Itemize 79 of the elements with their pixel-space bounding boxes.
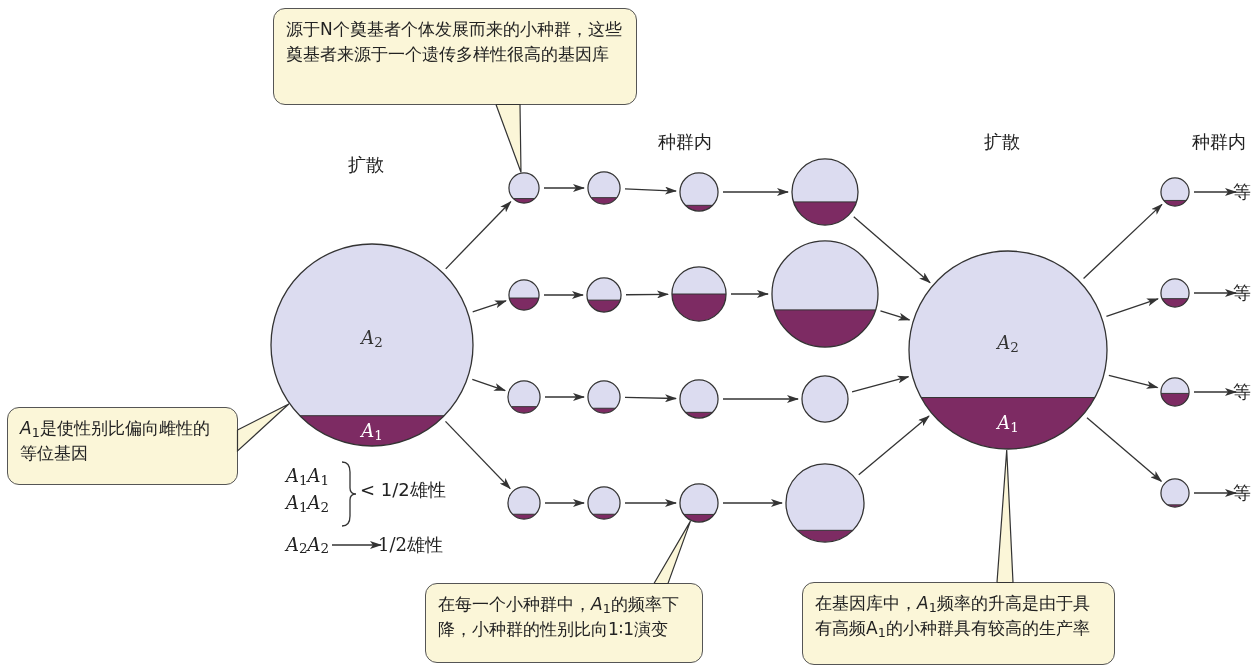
arrow: [624, 499, 677, 507]
callout-text: 源于N个奠基者个体发展而来的小种群，这些奠基者来源于一个遗传多样性很高的基因库: [286, 18, 623, 66]
arrow: [1193, 188, 1237, 196]
stage-label: 种群内: [1192, 133, 1246, 151]
arrow: [1193, 289, 1237, 297]
arrow: [722, 395, 799, 403]
population-circle: [679, 379, 719, 419]
arrow: [722, 499, 783, 507]
population-circle: [679, 172, 719, 212]
genotype-label: A$_{1}$A$_{1}$: [286, 467, 330, 485]
etc-text: 等: [1233, 380, 1251, 404]
allele-label: A$_{1}$: [361, 421, 383, 440]
arrow: [445, 200, 512, 270]
population-circle: [586, 277, 622, 313]
callout-text: 在基因库中，A$_{1}$频率的升高是由于具有高频A$_{1}$的小种群具有较高的生产率: [815, 592, 1091, 641]
allele-label: A$_{1}$: [997, 414, 1019, 432]
arrow: [1086, 417, 1163, 482]
arrow: [722, 188, 789, 196]
etc-text: 等: [1233, 281, 1251, 305]
population-circle: [785, 463, 865, 543]
gene-pool-circle: [270, 243, 474, 447]
stage-label: 扩散: [348, 156, 384, 174]
allele-label: A$_{2}$: [361, 328, 383, 347]
population-circle: [587, 380, 621, 414]
arrow: [1108, 374, 1159, 389]
population-circle: [508, 172, 540, 204]
arrow: [444, 420, 511, 490]
population-circle: [671, 266, 727, 322]
genotype-label: A$_{1}$A$_{2}$: [286, 494, 330, 512]
population-circle: [679, 483, 719, 523]
arrow: [851, 375, 910, 393]
population-circle: [508, 279, 540, 311]
callout-pointer: [495, 103, 522, 173]
genotype-text: 1/2雄性: [378, 532, 443, 558]
population-circle: [801, 375, 849, 423]
arrow: [624, 186, 677, 195]
genotype-text: A$_{2}$A$_{2}$: [286, 532, 330, 558]
arrow: [1193, 489, 1237, 497]
callout-box: [802, 582, 1115, 665]
arrow: [624, 394, 677, 403]
arrow: [879, 310, 911, 321]
gene-pool-circle: [908, 250, 1108, 450]
callout-pointer: [653, 520, 692, 585]
population-circle: [587, 486, 621, 520]
arrow: [543, 184, 585, 192]
arrow: [625, 290, 669, 299]
arrow: [472, 300, 507, 313]
stage-label: 种群内: [658, 133, 712, 151]
arrow: [730, 290, 769, 298]
arrow: [853, 216, 931, 284]
population-circle: [771, 240, 879, 348]
callout-pointer: [996, 449, 1014, 584]
etc-text: 等: [1233, 481, 1251, 505]
population-circle: [1160, 478, 1190, 508]
arrow: [1193, 388, 1237, 396]
population-circle: [1160, 278, 1190, 308]
callout-text: 在每一个小种群中，A$_{1}$的频率下降，小种群的性别比向1∶1演变: [438, 593, 680, 641]
population-circle: [791, 158, 859, 226]
arrow: [543, 291, 584, 299]
population-circle: [1160, 177, 1190, 207]
population-circle: [507, 380, 541, 414]
arrow: [331, 541, 382, 549]
population-circle: [1160, 377, 1190, 407]
arrow: [858, 415, 930, 476]
arrow: [544, 499, 585, 507]
callout-box: [425, 583, 703, 663]
callout-pointer: [236, 403, 290, 453]
arrow: [1105, 298, 1159, 318]
population-circle: [587, 171, 621, 205]
population-circle: [507, 486, 541, 520]
callout-text: A$_{1}$是使性别比偏向雌性的等位基因: [20, 417, 211, 465]
callout-box: [273, 8, 637, 105]
arrow: [544, 393, 585, 401]
stage-label: 扩散: [984, 133, 1020, 151]
allele-label: A$_{2}$: [997, 334, 1019, 352]
arrow: [471, 378, 506, 392]
etc-text: 等: [1233, 180, 1251, 204]
arrow: [1082, 203, 1163, 280]
genotype-label: < 1/2雄性: [360, 481, 446, 499]
